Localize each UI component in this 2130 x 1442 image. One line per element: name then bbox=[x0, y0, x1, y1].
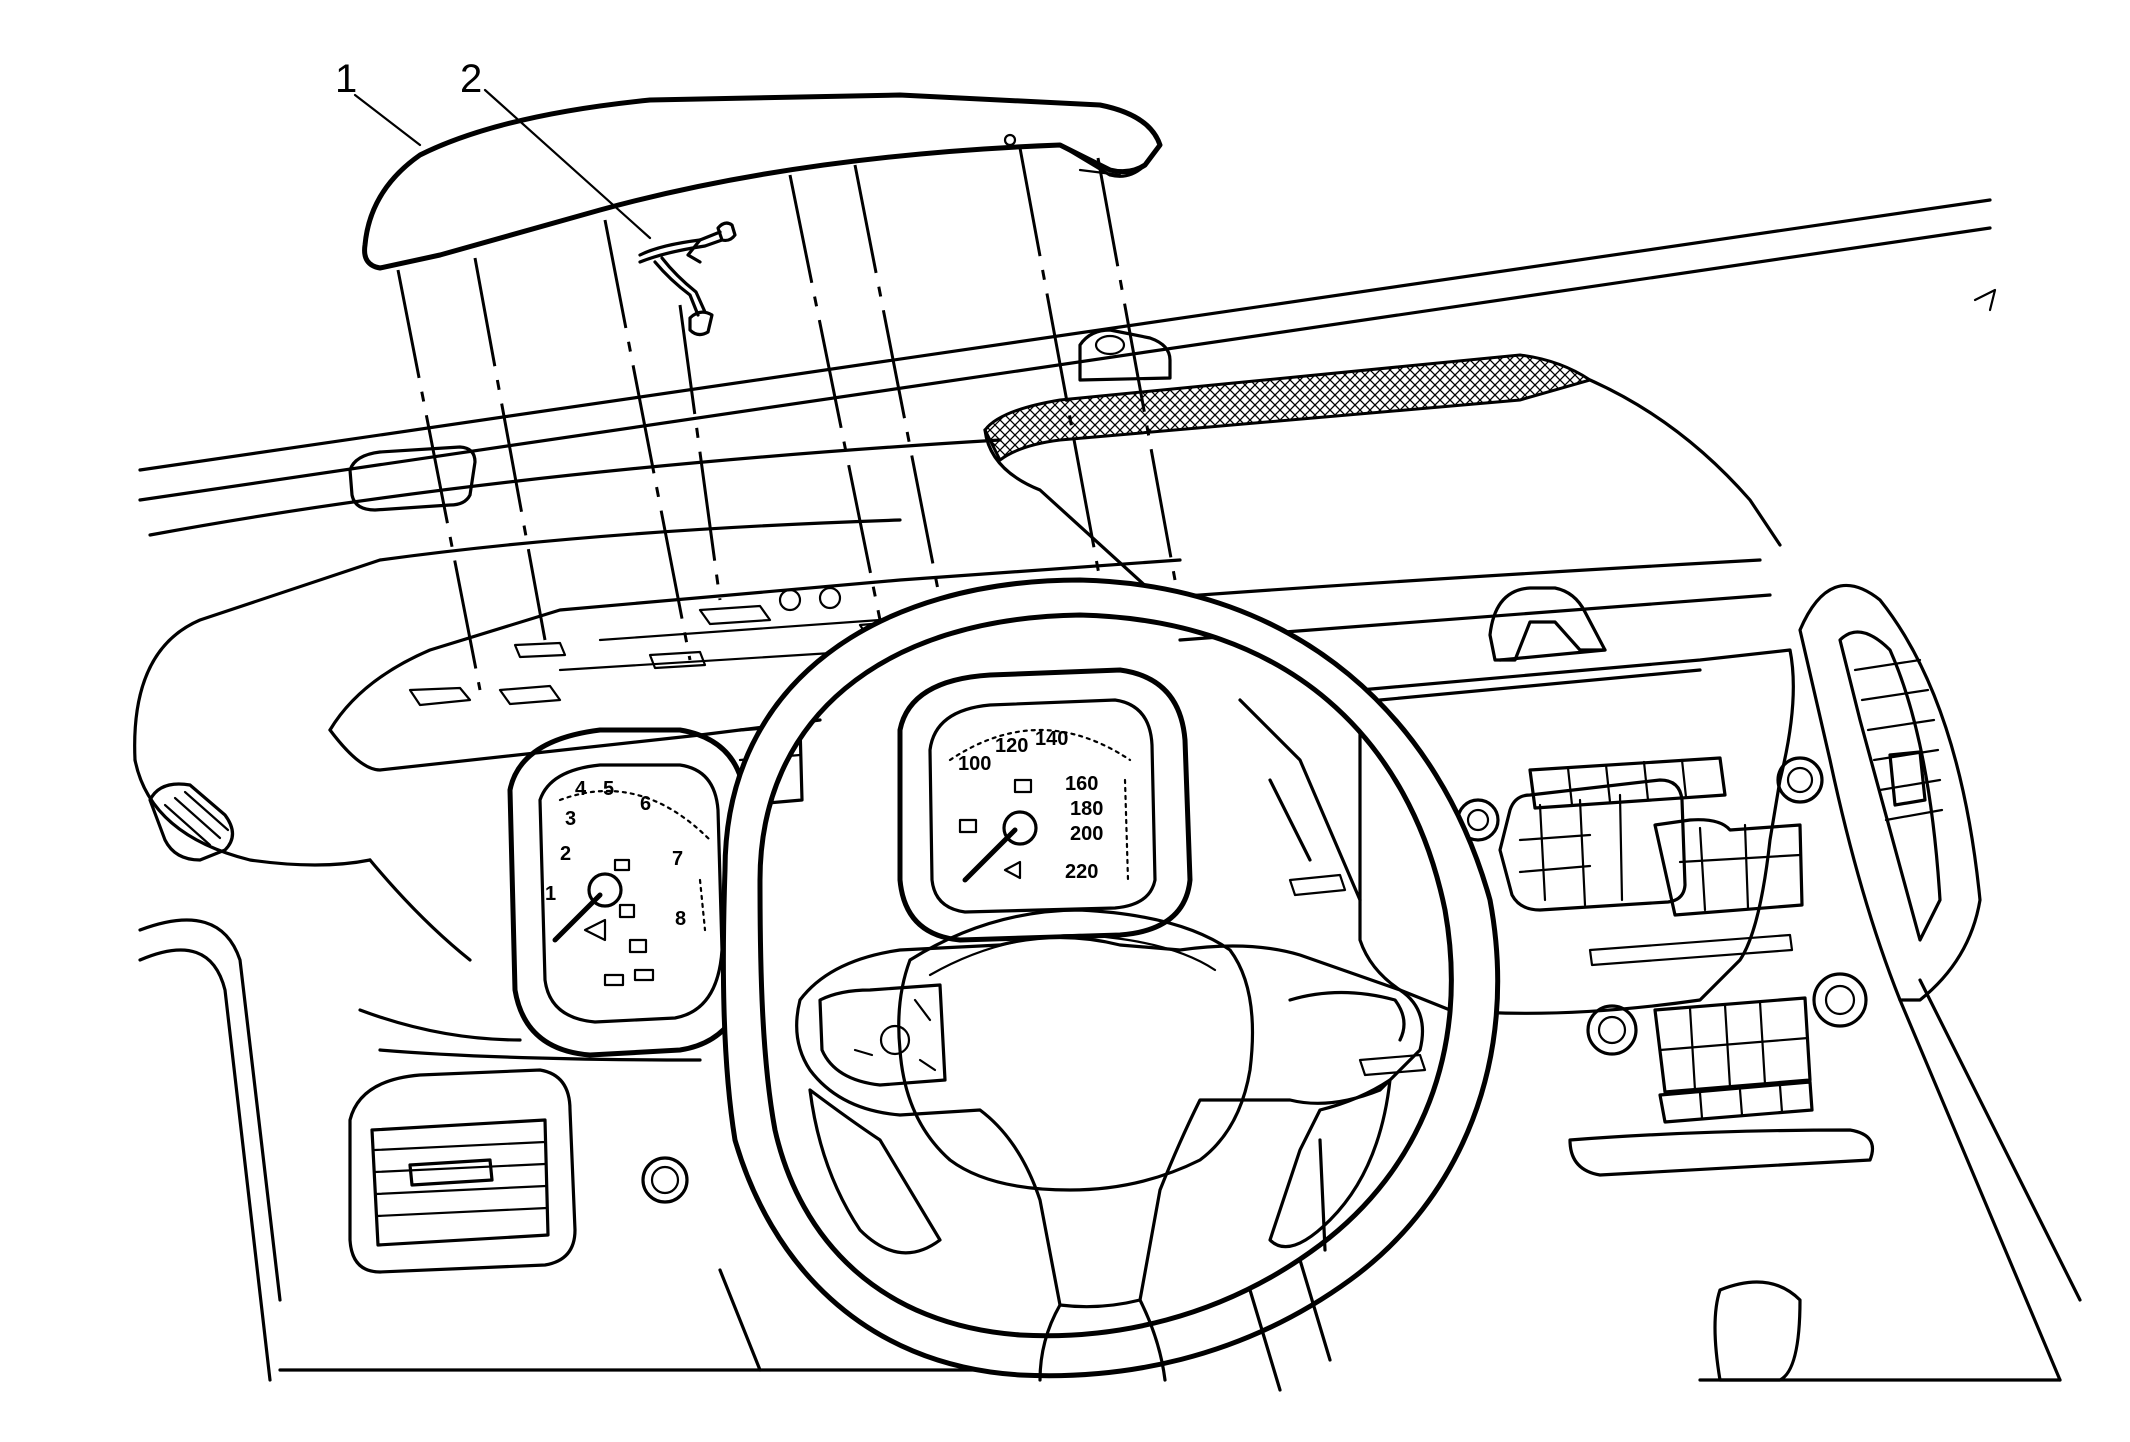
speedo-number: 200 bbox=[1070, 823, 1103, 845]
speedo-number: 180 bbox=[1070, 798, 1103, 820]
center-stack bbox=[1358, 648, 1875, 1382]
instrument-trim-right bbox=[1238, 698, 1362, 902]
tach-number: 1 bbox=[545, 883, 556, 905]
right-side-vent bbox=[1798, 583, 1982, 1002]
tach-number: 8 bbox=[675, 908, 686, 930]
speedo-number: 140 bbox=[1035, 728, 1068, 750]
dashboard-body bbox=[133, 518, 2082, 1382]
tach-number: 4 bbox=[575, 778, 587, 800]
tach-number: 6 bbox=[640, 793, 651, 815]
alignment-lines bbox=[396, 147, 1177, 691]
speedo-number: 160 bbox=[1065, 773, 1098, 795]
rear-view-mirror bbox=[348, 445, 477, 512]
left-lower-vent bbox=[348, 1068, 577, 1274]
callout-1: 1 bbox=[335, 57, 422, 147]
left-side-vent bbox=[148, 782, 235, 862]
upper-trim-pad bbox=[362, 92, 1163, 271]
tach-number: 2 bbox=[560, 843, 571, 865]
speedo-number: 220 bbox=[1065, 861, 1098, 883]
speedo-number: 100 bbox=[958, 753, 991, 775]
wire-harness-clip bbox=[638, 221, 737, 337]
tachometer: 1 2 3 4 5 6 7 8 bbox=[507, 727, 753, 1058]
speedometer: 100 120 140 160 180 200 220 bbox=[897, 667, 1193, 943]
speedo-number: 120 bbox=[995, 735, 1028, 757]
tach-number: 7 bbox=[672, 848, 683, 870]
steering-column bbox=[1038, 1053, 1427, 1392]
callout-2: 2 bbox=[460, 57, 652, 240]
tach-number: 3 bbox=[565, 808, 576, 830]
hazard-button bbox=[641, 1156, 689, 1204]
windshield-lines bbox=[138, 198, 1997, 537]
steering-wheel-icon bbox=[720, 577, 1501, 1379]
passenger-dash-pad bbox=[983, 328, 1782, 662]
tach-number: 5 bbox=[603, 778, 614, 800]
callout-number-2: 2 bbox=[460, 57, 482, 101]
callout-number-1: 1 bbox=[335, 57, 357, 101]
